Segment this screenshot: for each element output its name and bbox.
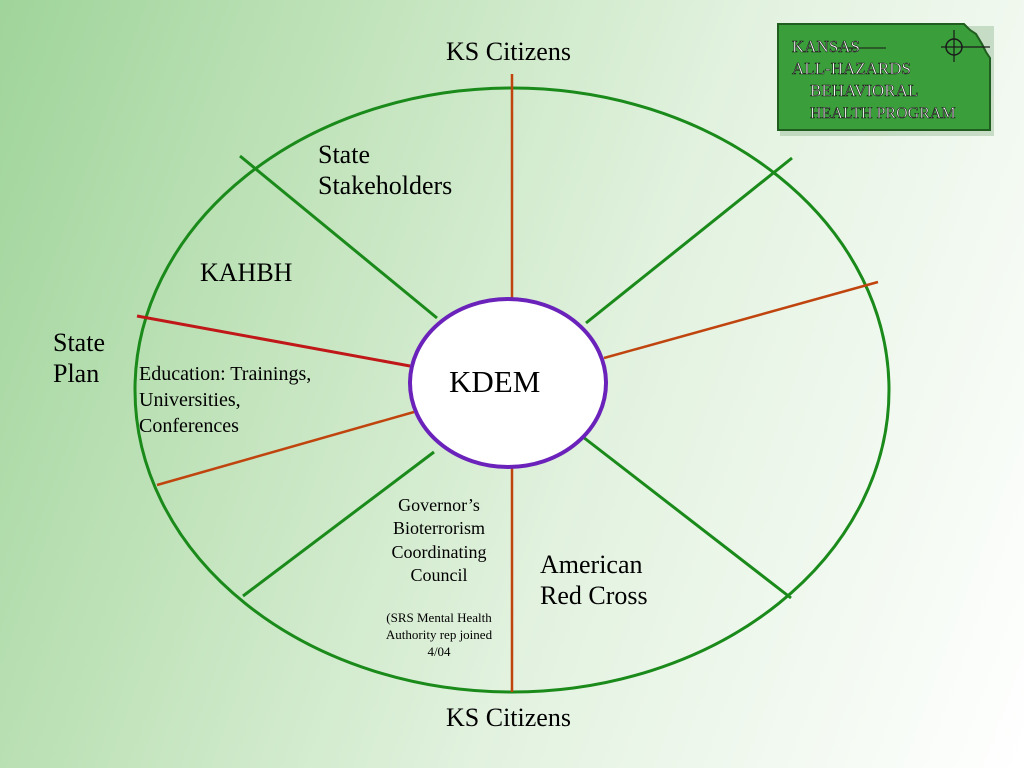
logo-line-1: KANSAS bbox=[792, 37, 860, 56]
state-plan-label: State Plan bbox=[53, 328, 105, 388]
spoke-right bbox=[603, 280, 879, 360]
education-label: Education: Trainings, Universities, Conf… bbox=[139, 363, 312, 437]
kdem-center bbox=[408, 297, 608, 469]
governors-council-label: Governor’s Bioterrorism Coordinating Cou… bbox=[391, 495, 487, 586]
spoke-lower-right bbox=[582, 435, 792, 600]
spoke-upper-left bbox=[239, 154, 438, 320]
kdem-label: KDEM bbox=[449, 364, 541, 399]
spoke-lower-left bbox=[242, 450, 435, 598]
governors-council-note: (SRS Mental Health Authority rep joined … bbox=[385, 610, 493, 659]
spoke-left-lower bbox=[156, 410, 415, 487]
kahbh-label: KAHBH bbox=[200, 258, 293, 287]
spoke-left-upper bbox=[136, 314, 411, 368]
state-stakeholders-label: State Stakeholders bbox=[318, 140, 453, 200]
american-red-cross-label: American Red Cross bbox=[540, 550, 648, 610]
logo-line-2: ALL-HAZARDS bbox=[792, 59, 911, 78]
kansas-map-shape bbox=[777, 23, 991, 131]
spoke-upper-right bbox=[585, 156, 793, 325]
logo-line-3: BEHAVIORAL bbox=[810, 81, 918, 100]
ks-citizens-bottom: KS Citizens bbox=[446, 703, 571, 732]
ks-citizens-top: KS Citizens bbox=[446, 37, 571, 66]
kansas-logo: KANSAS ALL-HAZARDS BEHAVIORAL HEALTH PRO… bbox=[777, 23, 994, 136]
logo-line-4: HEALTH PROGRAM bbox=[810, 105, 956, 122]
